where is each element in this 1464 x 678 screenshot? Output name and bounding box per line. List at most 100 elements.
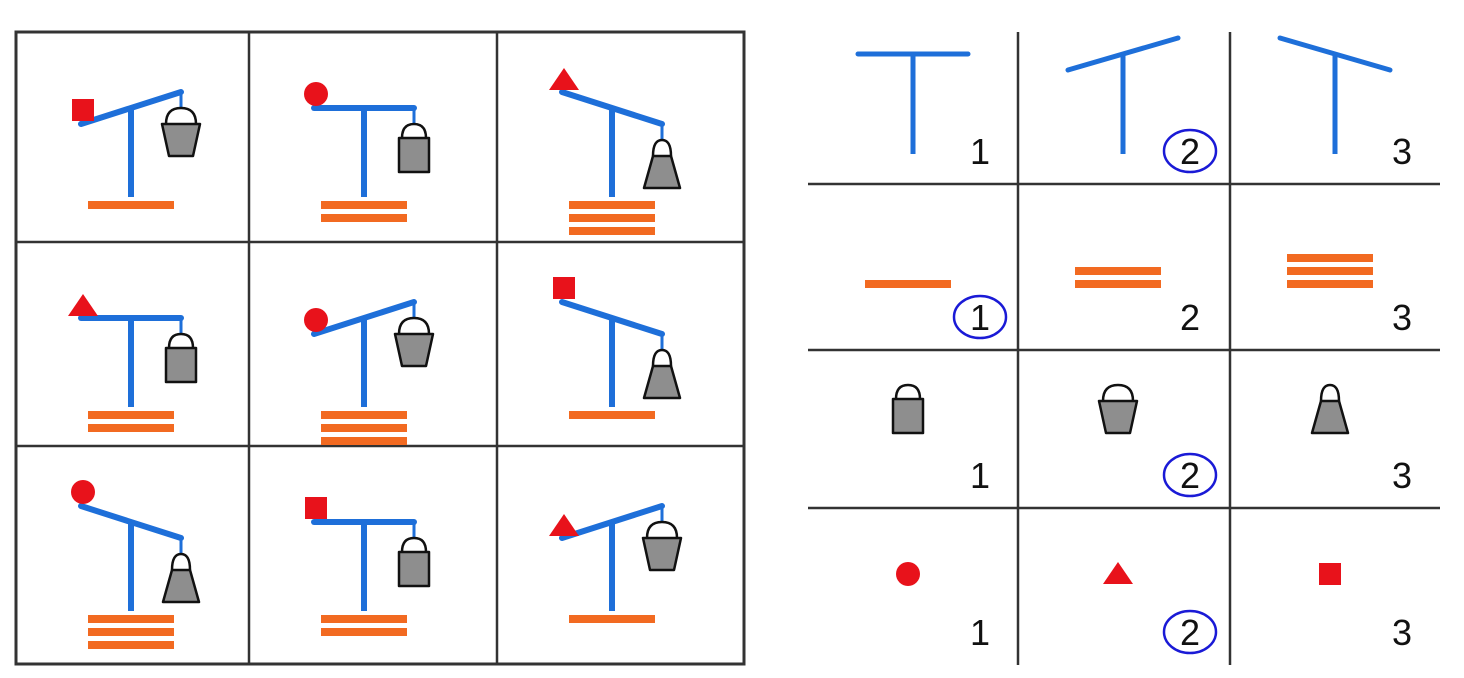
bucket-handle: [164, 106, 198, 125]
rect-bucket-icon: [891, 397, 925, 435]
base-bar: [1287, 280, 1373, 288]
balance-scale: [553, 277, 682, 419]
red-triangle-icon: [549, 68, 579, 90]
balance-scale: [72, 89, 202, 209]
left-puzzle-grid: [14, 30, 746, 666]
base-bar: [321, 214, 407, 222]
bucket-handle: [651, 138, 673, 157]
pail-bucket-icon: [160, 122, 202, 158]
base-bar: [1075, 280, 1161, 288]
answer-cell-shape-3: 3: [1319, 563, 1412, 653]
bucket-handle: [400, 122, 428, 139]
bucket-handle: [645, 520, 679, 539]
base-bar: [569, 411, 655, 419]
base-bar: [1075, 267, 1161, 275]
answer-cell-base-3: 3: [1287, 254, 1412, 338]
answer-circle-mark: [1162, 452, 1218, 498]
option-number: 1: [970, 455, 990, 496]
answer-cell-lever-2: 2: [1065, 35, 1218, 174]
answer-key-grid: [808, 32, 1440, 665]
option-number: 2: [1180, 131, 1200, 172]
base-bar: [1287, 254, 1373, 262]
balance-scale: [68, 294, 198, 432]
answer-cell-lever-3: 3: [1277, 35, 1412, 172]
bucket-handle: [400, 536, 428, 553]
rect-bucket-icon: [397, 136, 431, 174]
base-bar: [1287, 267, 1373, 275]
red-circle-icon: [304, 308, 328, 332]
base-bar: [865, 280, 951, 288]
rect-bucket-icon: [164, 346, 198, 384]
bucket-handle: [167, 332, 195, 349]
bucket-handle: [894, 383, 922, 400]
balance-scale: [304, 299, 435, 445]
pail-bucket-icon: [641, 536, 683, 572]
option-number: 1: [970, 612, 990, 653]
bucket-handle: [397, 316, 431, 335]
base-bar: [569, 227, 655, 235]
base-bar: [88, 411, 174, 419]
bucket-handle: [1319, 383, 1341, 402]
option-number: 3: [1392, 131, 1412, 172]
answer-cell-base-1: 1: [865, 280, 1008, 340]
weight-bucket-icon: [1310, 399, 1350, 435]
option-number: 1: [970, 131, 990, 172]
base-bar: [569, 615, 655, 623]
answer-cell-bucket-1: 1: [891, 383, 990, 496]
red-triangle-icon: [1103, 562, 1133, 584]
option-number: 2: [1180, 612, 1200, 653]
option-number: 2: [1180, 455, 1200, 496]
base-bar: [321, 201, 407, 209]
pail-bucket-icon: [1097, 399, 1139, 435]
bucket-handle: [170, 552, 192, 571]
balance-scale: [549, 68, 682, 235]
red-triangle-icon: [68, 294, 98, 316]
red-circle-icon: [304, 82, 328, 106]
answer-circle-mark: [1162, 128, 1218, 174]
balance-scale: [549, 503, 683, 623]
base-bar: [88, 628, 174, 636]
left-puzzle-cells: [68, 68, 683, 649]
answer-circle-mark: [1162, 609, 1218, 655]
answer-key-cells: 1 2 3 1 2 3 1 2 3 1 2 3: [855, 35, 1412, 655]
base-bar: [569, 201, 655, 209]
option-number: 2: [1180, 297, 1200, 338]
answer-cell-bucket-2: 2: [1097, 383, 1218, 498]
red-square-icon: [305, 497, 327, 519]
base-bar: [88, 424, 174, 432]
base-bar: [321, 437, 407, 445]
answer-circle-mark: [952, 294, 1008, 340]
option-number: 3: [1392, 612, 1412, 653]
weight-bucket-icon: [642, 364, 682, 400]
weight-bucket-icon: [642, 154, 682, 190]
balance-scale: [305, 497, 431, 636]
answer-cell-base-2: 2: [1075, 267, 1200, 338]
base-bar: [88, 641, 174, 649]
option-number: 3: [1392, 297, 1412, 338]
balance-scale: [304, 82, 431, 222]
base-bar: [88, 201, 174, 209]
base-bar: [321, 411, 407, 419]
red-square-icon: [72, 99, 94, 121]
weight-bucket-icon: [161, 568, 201, 604]
red-triangle-icon: [549, 514, 579, 536]
base-bar: [321, 628, 407, 636]
answer-cell-bucket-3: 3: [1310, 383, 1412, 496]
base-bar: [321, 424, 407, 432]
left-grid-border: [14, 30, 746, 666]
red-square-icon: [553, 277, 575, 299]
pail-bucket-icon: [393, 332, 435, 368]
option-number: 1: [970, 297, 990, 338]
balance-scale: [71, 480, 201, 649]
base-bar: [321, 615, 407, 623]
base-bar: [88, 615, 174, 623]
option-number: 3: [1392, 455, 1412, 496]
base-bar: [569, 214, 655, 222]
bucket-handle: [1101, 383, 1135, 402]
red-circle-icon: [896, 562, 920, 586]
answer-cell-shape-1: 1: [896, 562, 990, 653]
red-circle-icon: [71, 480, 95, 504]
rect-bucket-icon: [397, 550, 431, 588]
red-square-icon: [1319, 563, 1341, 585]
